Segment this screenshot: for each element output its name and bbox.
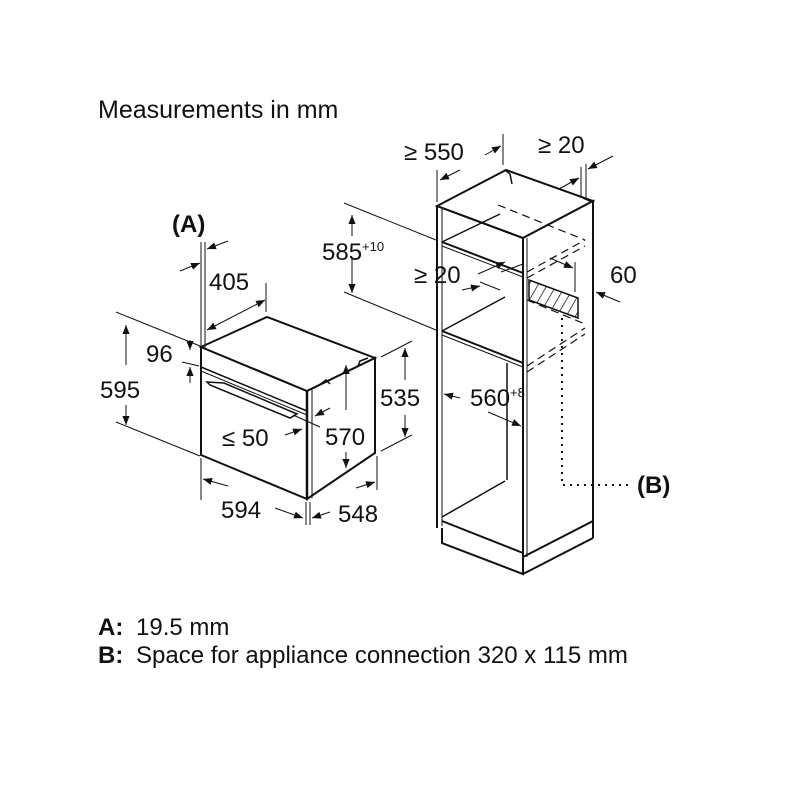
legend-text: Space for appliance connection 320 x 115… (136, 642, 628, 669)
oven-handle (205, 381, 299, 419)
legend: A: 19.5 mm B: Space for appliance connec… (98, 614, 628, 670)
connection-area (528, 278, 579, 320)
oven-drawing (198, 315, 378, 501)
dim-min-depth: ≥ 550 (404, 139, 464, 166)
cabinet-drawing (434, 168, 633, 576)
legend-item-b: B: Space for appliance connection 320 x … (98, 642, 628, 670)
dim-panel-height: 96 (146, 341, 173, 368)
dim-min-shelf-gap: ≥ 20 (414, 262, 461, 289)
niche-height-value: 585 (322, 239, 362, 266)
cabinet-side (522, 199, 594, 559)
dim-rear-clearance: 60 (610, 262, 637, 289)
dim-depth: 548 (338, 501, 378, 528)
legend-key: A: (98, 614, 124, 641)
cabinet-dimensions (343, 134, 621, 427)
dim-niche-height: 585+10 (322, 239, 384, 266)
legend-key: B: (98, 642, 124, 669)
dim-width: 594 (221, 497, 261, 524)
legend-text: 19.5 mm (136, 614, 230, 641)
oven-dimensions (115, 240, 413, 525)
dim-total-height: 595 (100, 377, 140, 404)
niche-width-value: 560 (470, 385, 510, 412)
dim-body-height: 570 (325, 424, 365, 451)
dim-niche-width: 560+8 (470, 385, 525, 412)
dim-body-height-rear: 535 (380, 385, 420, 412)
legend-item-a: A: 19.5 mm (98, 614, 628, 642)
dim-door-gap: ≤ 50 (222, 425, 269, 452)
niche-height-tolerance: +10 (362, 239, 384, 254)
diagram-title: Measurements in mm (98, 96, 339, 124)
label-a: (A) (172, 211, 205, 238)
label-b: (B) (637, 472, 670, 499)
dim-min-rear-gap: ≥ 20 (538, 132, 585, 159)
niche-width-tolerance: +8 (510, 385, 525, 400)
dim-oven-depth-front: 405 (209, 269, 249, 296)
